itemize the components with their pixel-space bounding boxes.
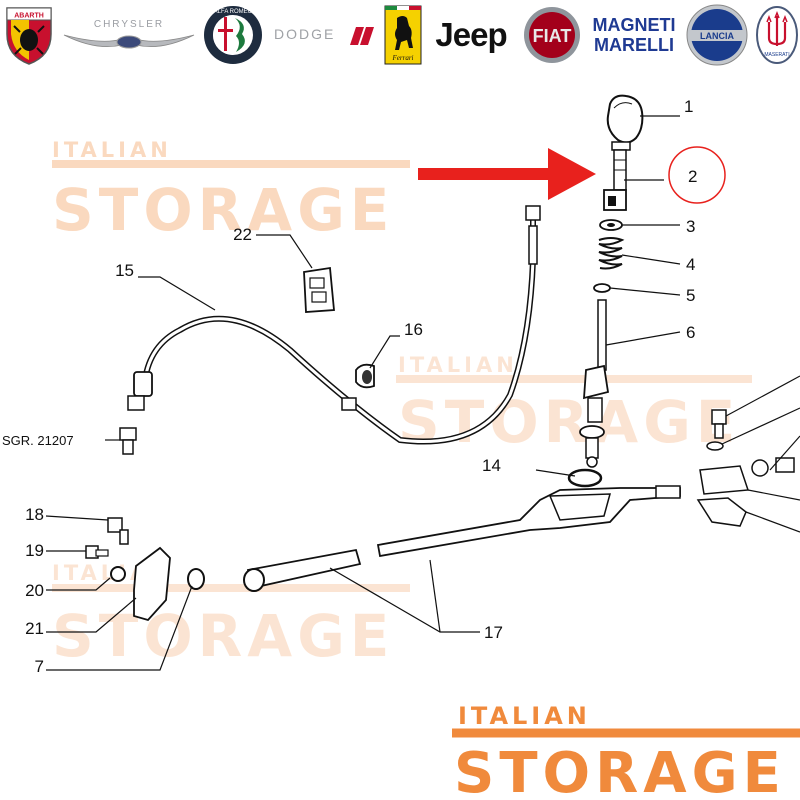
callout-1: 1: [684, 97, 693, 116]
callout-20: 20: [25, 581, 44, 600]
watermark-lower: ITALIAN STORAGE: [52, 561, 410, 670]
fiat-logo-text: FIAT: [533, 26, 572, 46]
callout-19: 19: [25, 541, 44, 560]
callout-17: 17: [484, 623, 503, 642]
part-22-clip[interactable]: [303, 266, 335, 313]
watermark-bottom-logo: ITALIAN STORAGE: [452, 702, 800, 800]
part-18-bolt[interactable]: [107, 517, 129, 545]
ferrari-logo[interactable]: Ferrari: [383, 4, 423, 66]
part-17-selector-rod[interactable]: [243, 485, 681, 592]
fiat-logo[interactable]: FIAT: [522, 4, 582, 66]
part-2-lever-upper[interactable]: [603, 141, 631, 211]
part-20-nut[interactable]: [110, 566, 126, 582]
part-15-cable[interactable]: [127, 205, 541, 445]
callout-15: 15: [115, 261, 134, 280]
part-1-gear-knob[interactable]: [606, 94, 644, 144]
watermark-middle-big-text: STORAGE: [398, 388, 740, 456]
highlight-circle: [668, 146, 726, 204]
chrysler-logo[interactable]: CHRYSLER: [62, 4, 196, 66]
callout-14: 14: [482, 456, 501, 475]
dodge-logo-text: DODGE: [274, 26, 335, 42]
brand-logo-strip: ABARTH CHRYSLER ALFA ROME: [0, 0, 800, 72]
watermark-lower-big-text: STORAGE: [52, 602, 394, 670]
watermark-bottom-small-text: ITALIAN: [458, 702, 591, 730]
maserati-logo-text: MASERATI: [764, 52, 789, 58]
dodge-logo[interactable]: DODGE: [270, 4, 376, 66]
part-21-bracket[interactable]: [133, 546, 171, 622]
jeep-logo-text: Jeep: [435, 16, 507, 53]
right-side-parts[interactable]: [696, 409, 795, 527]
watermark-bottom-big-text: STORAGE: [454, 741, 786, 800]
marelli-logo-text: MARELLI: [594, 35, 674, 55]
callout-2: 2: [688, 167, 697, 186]
watermark-middle-small-text: ITALIAN: [398, 353, 518, 377]
callout-21: 21: [25, 619, 44, 638]
highlight-arrow: [418, 148, 596, 200]
callout-18: 18: [25, 505, 44, 524]
callout-16: 16: [404, 320, 423, 339]
part-19-screw[interactable]: [85, 545, 109, 559]
part-16-bush[interactable]: [355, 363, 375, 389]
abarth-logo[interactable]: ABARTH: [0, 4, 58, 66]
callout-7: 7: [35, 657, 44, 676]
part-sgr-21207-fitting[interactable]: [119, 427, 137, 455]
alfa-romeo-logo[interactable]: ALFA ROMEO: [201, 4, 265, 66]
part-4-spring[interactable]: [598, 237, 625, 270]
abarth-logo-text: ABARTH: [14, 13, 44, 20]
part-7-bush[interactable]: [187, 568, 205, 590]
magneti-marelli-logo[interactable]: MAGNETI MARELLI: [587, 4, 681, 66]
watermark-middle: ITALIAN STORAGE: [396, 353, 752, 456]
alfa-romeo-logo-text: ALFA ROMEO: [214, 9, 253, 15]
callout-6: 6: [686, 323, 695, 342]
part-3-washer[interactable]: [599, 219, 623, 231]
ferrari-logo-text: Ferrari: [392, 54, 414, 62]
leader-lines: [45, 115, 800, 671]
callout-3: 3: [686, 217, 695, 236]
chrysler-logo-text: CHRYSLER: [94, 19, 164, 30]
callout-sgr-21207: SGR. 21207: [2, 433, 74, 448]
callout-labels: 1 2 3 4 5 6 14 15 16 17 18 19 20 21 7 22…: [2, 97, 697, 676]
callout-22: 22: [233, 225, 252, 244]
part-5-ring[interactable]: [593, 283, 611, 293]
callout-5: 5: [686, 286, 695, 305]
callout-4: 4: [686, 255, 695, 274]
watermark-top: ITALIAN STORAGE: [52, 138, 410, 244]
lancia-logo[interactable]: LANCIA: [684, 4, 750, 66]
maserati-logo[interactable]: MASERATI: [754, 4, 800, 66]
part-14-circlip[interactable]: [567, 468, 603, 488]
watermark-top-small-text: ITALIAN: [52, 138, 172, 162]
watermark-top-big-text: STORAGE: [52, 176, 394, 244]
part-6-lever-shaft[interactable]: [579, 299, 610, 468]
jeep-logo[interactable]: Jeep: [428, 4, 514, 66]
magneti-logo-text: MAGNETI: [592, 15, 676, 35]
lancia-logo-text: LANCIA: [700, 31, 734, 41]
